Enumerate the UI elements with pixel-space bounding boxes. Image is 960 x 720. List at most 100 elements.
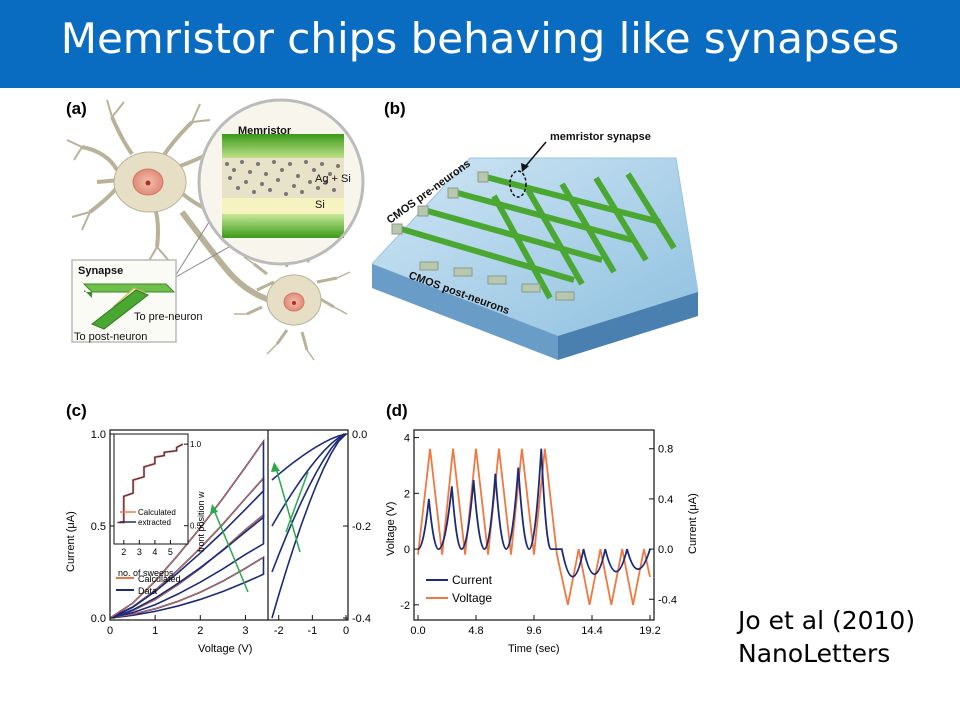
d-x-tick-label: 14.4 [581, 625, 602, 637]
memristor-si-layer [222, 198, 344, 214]
d-y-tick-label-left: 0 [404, 544, 410, 556]
figure: (a) Memristor Ag + Si [62, 92, 700, 660]
legend-current: Current [452, 573, 493, 587]
c-y-tick-label-r: -0.2 [352, 521, 371, 533]
iv-calc-left [109, 441, 264, 619]
inset-x-tick-label: 5 [168, 547, 173, 557]
current-series-line [417, 448, 651, 578]
d-y-tick-label-left: 2 [404, 488, 410, 500]
title-bar: Memristor chips behaving like synapses [0, 0, 960, 88]
plot-d-frame [413, 429, 655, 621]
inset-legend-extracted: extracted [138, 518, 171, 527]
voltage-series-line [417, 448, 651, 606]
d-y-tick-label-left: 4 [404, 433, 410, 445]
c-y-tick-label: 0.0 [91, 613, 106, 625]
synapse-top-bar [82, 283, 176, 293]
si-label: Si [315, 199, 325, 211]
inset-frame [113, 433, 189, 545]
plot-d-ylabel-left: Voltage (V) [385, 502, 397, 556]
trend-arrow-left [213, 509, 249, 593]
c-y-tick-label-r: 0.0 [352, 429, 367, 441]
d-y-tick-label-right: 0.4 [658, 494, 673, 506]
plot-d-ylabel-right: Current (μA) [687, 493, 699, 554]
cmos-pre-neuron-blocks [391, 171, 489, 235]
plot-c-ylabel: Current (μA) [65, 511, 77, 572]
iv-sweep-right [271, 433, 347, 619]
legend-voltage: Voltage [452, 591, 492, 605]
inset-legend: Calculated extracted [120, 508, 176, 527]
inset-xlabel: no. of sweeps [118, 568, 174, 578]
memristor-top-electrode [222, 134, 344, 158]
inset-extracted-line [117, 443, 184, 523]
iv-calc-left [109, 556, 264, 619]
crossbar-wires [397, 172, 677, 300]
c-x-tick-label: 0 [107, 625, 113, 637]
d-x-tick-label: 9.6 [526, 625, 541, 637]
synapse-bottom-bar [91, 289, 149, 330]
iv-sweep-right [271, 433, 347, 573]
board-side-right [558, 292, 698, 360]
trend-arrow-right-1 [275, 467, 301, 553]
citation: Jo et al (2010) NanoLetters [738, 604, 915, 670]
c-x-tick-label: 3 [242, 625, 248, 637]
inset-legend-calculated: Calculated [138, 508, 176, 517]
c-y-tick-label: 1.0 [91, 429, 106, 441]
ag-particles [225, 160, 340, 196]
synapse-label: Synapse [78, 265, 123, 277]
slide-title: Memristor chips behaving like synapses [60, 14, 900, 63]
d-x-tick-label: 19.2 [639, 625, 660, 637]
memristor-label: Memristor [238, 125, 292, 137]
c-x-tick-label: 1 [152, 625, 158, 637]
nucleolus-large [145, 180, 151, 186]
d-x-tick-label: 4.8 [468, 625, 483, 637]
iv-sweep-right [271, 433, 347, 481]
c-x-tick-label-r: -2 [274, 625, 284, 637]
iv-left-sweeps [109, 438, 265, 619]
callout-arrow [523, 141, 547, 169]
plot-d-xlabel: Time (sec) [508, 643, 560, 655]
inset-y-tick-label: 0.5 [190, 522, 202, 531]
citation-author: Jo et al (2010) [738, 606, 916, 635]
inset-x-tick-label: 2 [121, 547, 126, 557]
memristor-synapse-label: memristor synapse [550, 131, 651, 143]
d-y-tick-label-right: -0.4 [658, 594, 677, 606]
inset-y-tick-label: 1.0 [190, 440, 202, 449]
board-side-front [372, 264, 558, 360]
panel-b: (b) memristor synapse CMOS pre-neurons C… [371, 99, 699, 360]
legend-calculated: Calculated [138, 574, 181, 584]
to-post-neuron-label: To post-neuron [74, 331, 147, 343]
c-x-tick-label-r: -1 [307, 625, 317, 637]
inset-x-tick-label: 4 [152, 547, 157, 557]
d-y-tick-label-right: 0.8 [658, 444, 673, 456]
plot-c-legend: Calculated Data [116, 574, 181, 596]
panel-a-label: (a) [66, 99, 87, 118]
legend-data: Data [138, 586, 157, 596]
memristor-bottom-electrode [222, 214, 344, 238]
c-x-tick-label-r: 0 [343, 625, 349, 637]
figure-svg: (a) Memristor Ag + Si [65, 98, 699, 655]
iv-sweep-right [271, 433, 347, 527]
callout-line [173, 213, 215, 279]
to-pre-neuron-label: To pre-neuron [134, 311, 203, 323]
inset-x-tick-label: 3 [137, 547, 142, 557]
iv-right-sweeps [271, 433, 347, 619]
panel-d-label: (d) [386, 401, 408, 420]
citation-journal: NanoLetters [738, 639, 891, 668]
c-y-tick-label-r: -0.4 [352, 613, 371, 625]
d-y-tick-label-right: 0.0 [658, 544, 673, 556]
trend-arrow-right-2 [285, 471, 309, 533]
plot-d-series [417, 448, 651, 606]
c-x-tick-label: 2 [197, 625, 203, 637]
synapse-highlight [509, 170, 527, 198]
panel-a: (a) Memristor Ag + Si [66, 98, 365, 361]
plot-c-xlabel: Voltage (V) [198, 643, 252, 655]
c-y-tick-label: 0.5 [91, 521, 106, 533]
nucleolus-small [292, 301, 296, 305]
cmos-post-neuron-blocks [419, 261, 575, 301]
panel-b-label: (b) [384, 99, 406, 118]
